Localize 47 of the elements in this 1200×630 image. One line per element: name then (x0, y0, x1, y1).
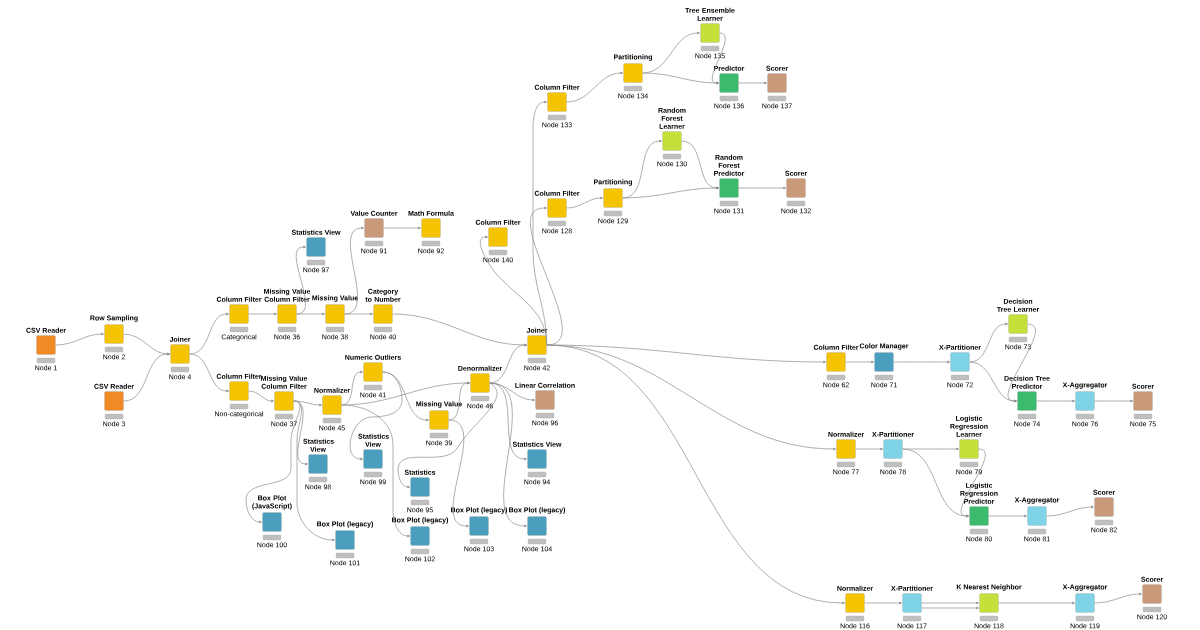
connector (1007, 323, 1036, 403)
connector (566, 196, 603, 209)
connector (295, 245, 306, 315)
connector (245, 400, 301, 524)
connector (349, 371, 403, 461)
connector (341, 404, 410, 538)
connector (988, 514, 1027, 518)
connector (123, 352, 170, 402)
connector (55, 332, 104, 346)
connector (448, 419, 469, 528)
connector (189, 312, 229, 355)
connector (383, 226, 421, 230)
connector (893, 360, 950, 364)
connector (344, 312, 373, 316)
connector (397, 382, 498, 489)
connector (1046, 505, 1094, 517)
connector (845, 360, 874, 364)
connector (969, 322, 1008, 363)
connector (293, 400, 322, 407)
connector (566, 71, 623, 103)
connector (921, 601, 979, 605)
connector (921, 606, 979, 610)
connector (1094, 399, 1133, 403)
connector (864, 601, 902, 605)
connector (902, 447, 959, 451)
connector (642, 72, 719, 85)
connector (296, 312, 325, 316)
connector (489, 343, 527, 384)
connector (681, 140, 719, 190)
connector (189, 353, 229, 393)
connector (738, 186, 786, 190)
connector (248, 390, 274, 403)
connector (998, 601, 1075, 605)
connector (960, 448, 986, 518)
connector (546, 344, 845, 605)
connector (738, 81, 767, 85)
connector (532, 100, 548, 346)
connector (344, 226, 364, 315)
connector (1036, 399, 1075, 403)
connector (293, 400, 335, 542)
connector (248, 312, 277, 316)
connector (855, 447, 883, 451)
connector (489, 382, 527, 528)
connector (1094, 592, 1142, 604)
connector (448, 381, 470, 421)
connector (530, 206, 563, 346)
connector (711, 32, 726, 85)
